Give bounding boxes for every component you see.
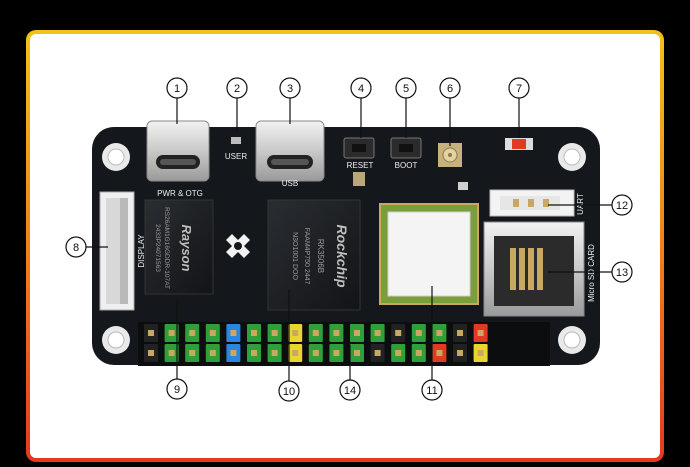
soc-chip-line-2: FAAM4P750 2447 [303, 228, 310, 285]
callout-marker-4 [350, 77, 372, 99]
boot-button [390, 137, 422, 159]
micro-sd-slot [483, 221, 585, 317]
reset-button [343, 137, 375, 159]
ram-chip [144, 199, 214, 295]
callout-label-8: 8 [73, 242, 79, 254]
callout-label-3: 3 [287, 83, 293, 95]
callout-label-11: 11 [426, 385, 437, 397]
crystal [353, 172, 365, 186]
callout-marker-11 [421, 379, 443, 401]
mount-hole-bottom-left [102, 326, 130, 354]
display-label: DISPLAY [137, 234, 146, 268]
mount-hole-top-left [102, 143, 130, 171]
power-led [505, 138, 533, 150]
soc-chip-logo: Rockchip [334, 224, 350, 287]
callout-marker-7 [508, 77, 530, 99]
callout-marker-14 [339, 379, 361, 401]
ipex-antenna-connector [438, 143, 462, 167]
callout-marker-12 [611, 194, 633, 216]
user-label: USER [225, 152, 247, 161]
usb-label: USB [282, 179, 298, 188]
soc-chip [267, 199, 361, 311]
callout-label-4: 4 [358, 83, 364, 95]
ram-chip-line-1: RS26AM1G16GDDR-107AT [163, 207, 170, 289]
soc-chip-line-1: RK3506B [316, 239, 325, 273]
usb-c-usb-port [255, 120, 325, 182]
micro-sd-label: Micro SD CARD [587, 244, 596, 302]
callout-marker-5 [395, 77, 417, 99]
uart-connector [489, 189, 575, 217]
mount-hole-bottom-right [558, 326, 586, 354]
callout-marker-10 [278, 380, 300, 402]
waveshare-logo-icon [226, 234, 250, 258]
callout-marker-8 [65, 236, 87, 258]
callout-label-12: 12 [616, 200, 628, 212]
ram-chip-line-2: 2433P24071563 [154, 224, 161, 272]
callout-label-5: 5 [403, 83, 409, 95]
display-fpc-connector [99, 191, 135, 311]
callout-label-1: 1 [174, 83, 180, 95]
callout-label-7: 7 [516, 83, 522, 95]
callout-label-6: 6 [447, 83, 453, 95]
small-component [458, 182, 468, 190]
callout-marker-13 [611, 261, 633, 283]
gpio-header [138, 322, 550, 366]
callout-marker-3 [279, 77, 301, 99]
pwr-otg-label: PWR & OTG [157, 189, 203, 198]
callout-label-2: 2 [234, 83, 240, 95]
callout-marker-9 [166, 378, 188, 400]
callout-label-13: 13 [616, 267, 628, 279]
uart-label: UART [576, 193, 585, 215]
callout-marker-6 [439, 77, 461, 99]
callout-label-9: 9 [174, 384, 180, 396]
boot-label: BOOT [395, 161, 418, 170]
mount-hole-top-right [558, 143, 586, 171]
callout-marker-2 [226, 77, 248, 99]
usb-c-pwr-otg-port [146, 120, 210, 182]
callout-label-14: 14 [344, 385, 356, 397]
ram-chip-logo: Rayson [179, 225, 194, 272]
soc-chip-line-3: N3O1001 DOO [291, 232, 298, 280]
callout-label-10: 10 [283, 386, 295, 398]
user-led [231, 137, 241, 144]
wifi-module [379, 203, 479, 305]
reset-label: RESET [347, 161, 374, 170]
callout-marker-1 [166, 77, 188, 99]
